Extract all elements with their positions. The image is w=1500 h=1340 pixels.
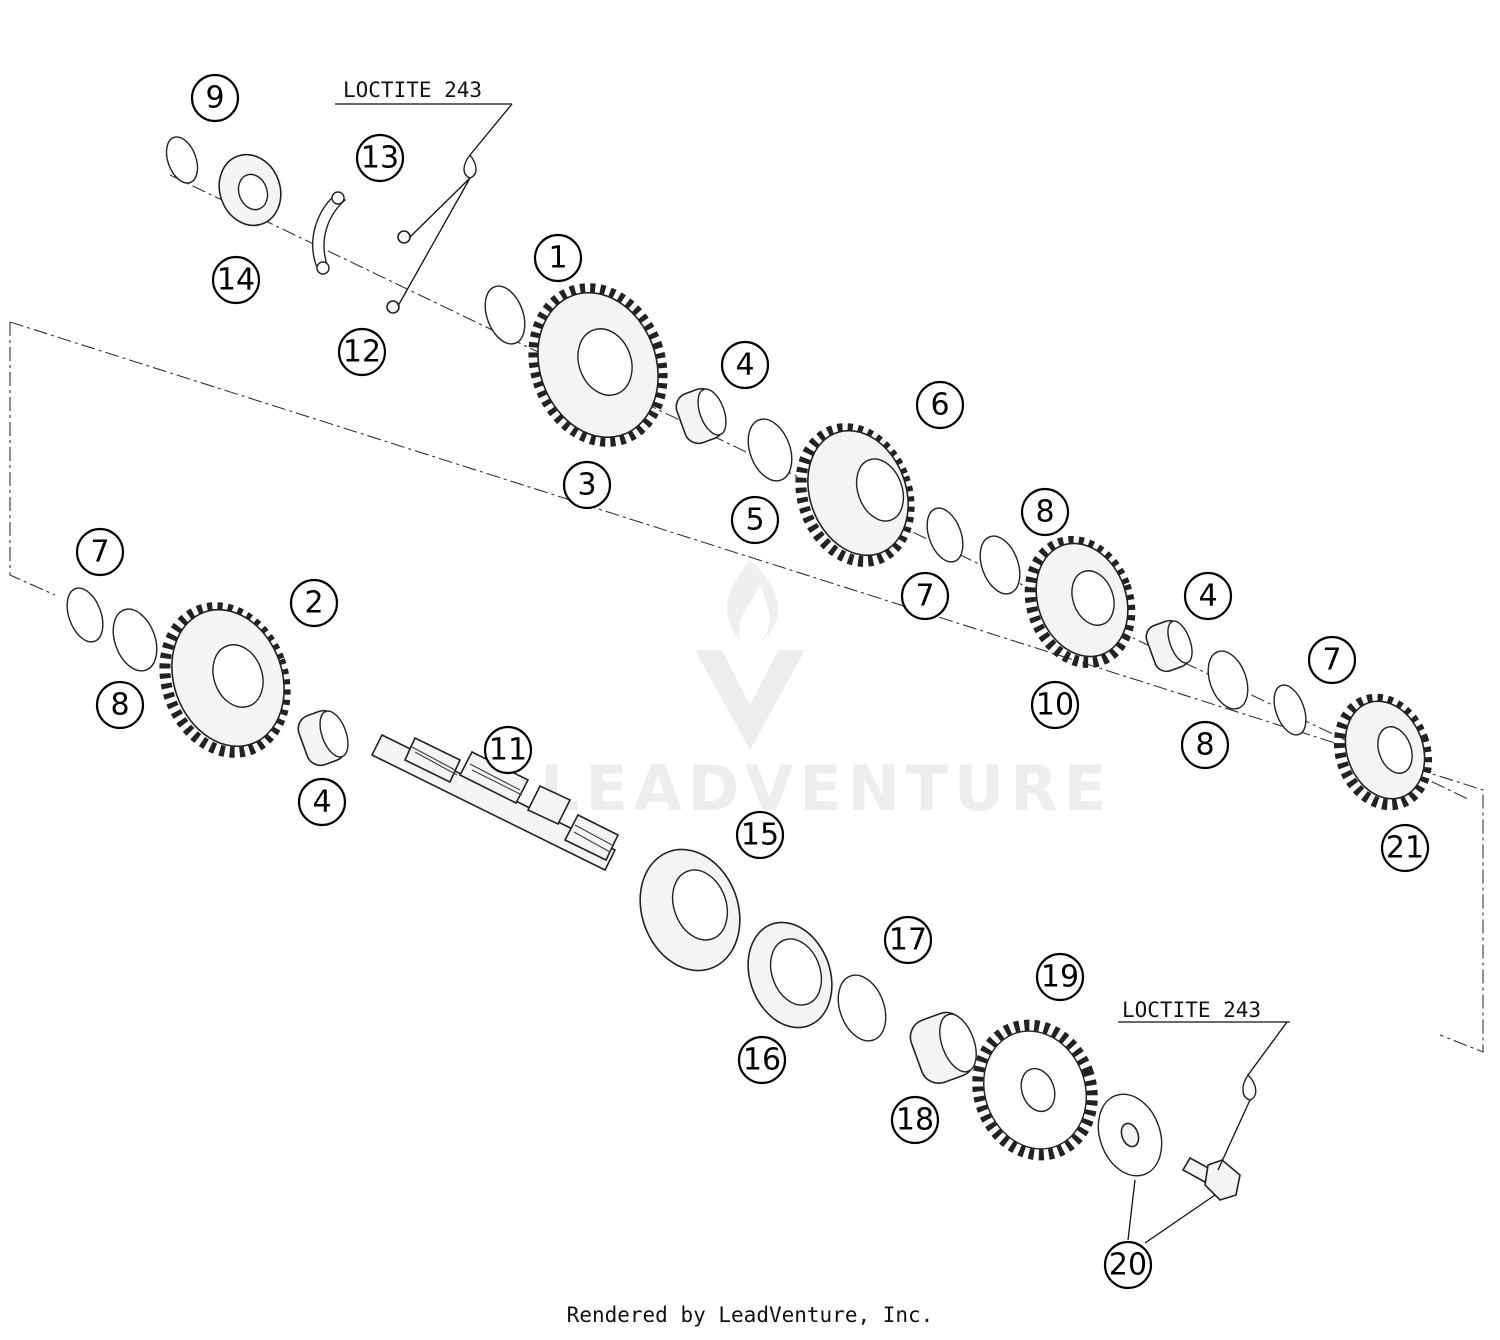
callout-4-upper: 4 (720, 340, 770, 390)
callout-11: 11 (483, 725, 533, 775)
svg-text:4: 4 (1198, 579, 1217, 614)
part-sprocket-bolt (1181, 1156, 1241, 1201)
callout-1: 1 (533, 233, 583, 283)
callout-7-left: 7 (75, 527, 125, 577)
callout-21: 21 (1380, 823, 1430, 873)
callout-5: 5 (730, 495, 780, 545)
part-thrust-washer (484, 285, 526, 345)
part-gear-3 (528, 283, 668, 447)
part-sprocket (972, 1019, 1098, 1161)
watermark: LEADVENTURE (540, 560, 1112, 825)
svg-text:15: 15 (741, 818, 779, 853)
watermark-text: LEADVENTURE (540, 752, 1112, 825)
loctite-drop-icon-bottom (1242, 1073, 1257, 1101)
part-spacer-sleeve (909, 1011, 977, 1084)
part-retaining-plate (312, 194, 347, 271)
svg-text:4: 4 (312, 785, 331, 820)
part-needle-bushing-upper (675, 387, 727, 445)
part-washer-5 (747, 418, 793, 482)
part-main-shaft (370, 733, 620, 872)
watermark-logo-icon (695, 650, 805, 750)
callout-15: 15 (735, 810, 785, 860)
svg-text:14: 14 (217, 263, 255, 298)
shaft-axis (169, 174, 1471, 801)
part-circlip-left (66, 587, 104, 643)
callout-4-right: 4 (1183, 571, 1233, 621)
svg-text:5: 5 (745, 503, 764, 538)
callout-8-right: 8 (1180, 720, 1230, 770)
svg-text:13: 13 (361, 141, 399, 176)
svg-text:1: 1 (548, 241, 567, 276)
svg-text:7: 7 (1322, 643, 1341, 678)
part-washer-left (112, 608, 158, 672)
svg-text:3: 3 (577, 468, 596, 503)
svg-text:18: 18 (896, 1103, 934, 1138)
part-o-ring (837, 974, 887, 1042)
part-gear-6 (795, 423, 915, 567)
part-washer-mid (979, 535, 1021, 595)
loctite-drop-icon (463, 153, 477, 179)
svg-text:8: 8 (1035, 495, 1054, 530)
svg-text:17: 17 (889, 923, 927, 958)
part-screws (386, 230, 411, 314)
svg-text:9: 9 (205, 81, 224, 116)
svg-text:7: 7 (90, 535, 109, 570)
watermark-flame-icon (726, 560, 779, 642)
part-circlip-mid (926, 507, 964, 563)
callout-18: 18 (890, 1095, 940, 1145)
loctite-note-bottom: LOCTITE 243 (1122, 998, 1261, 1022)
svg-text:20: 20 (1109, 1248, 1147, 1283)
svg-text:11: 11 (489, 733, 527, 768)
svg-text:4: 4 (735, 348, 754, 383)
callout-14: 14 (211, 255, 261, 305)
part-circlip-right (1273, 684, 1307, 736)
callout-13: 13 (355, 133, 405, 183)
callout-9: 9 (190, 73, 240, 123)
callout-16: 16 (737, 1035, 787, 1085)
svg-text:12: 12 (343, 335, 381, 370)
part-bearing-14 (218, 153, 282, 227)
part-washer-right (1207, 650, 1249, 710)
callout-20: 20 (1103, 1240, 1153, 1290)
callout-7-mid: 7 (900, 571, 950, 621)
part-needle-bushing-left (297, 709, 349, 767)
callout-7-right: 7 (1307, 635, 1357, 685)
svg-text:2: 2 (304, 586, 323, 621)
callout-2: 2 (289, 578, 339, 628)
callout-3: 3 (562, 460, 612, 510)
svg-text:16: 16 (743, 1043, 781, 1078)
part-gear-2 (159, 602, 291, 758)
svg-text:8: 8 (1195, 728, 1214, 763)
callout-17: 17 (883, 915, 933, 965)
svg-text:8: 8 (110, 688, 129, 723)
svg-text:6: 6 (930, 388, 949, 423)
svg-text:7: 7 (915, 579, 934, 614)
part-shaft-seal (747, 921, 833, 1029)
part-gear-21 (1333, 693, 1433, 811)
callout-10: 10 (1030, 680, 1080, 730)
assembly-boundary (9, 321, 1484, 1053)
loctite-note-top: LOCTITE 243 (343, 78, 482, 102)
callout-19: 19 (1035, 952, 1085, 1002)
svg-text:10: 10 (1036, 688, 1074, 723)
svg-text:21: 21 (1386, 831, 1424, 866)
svg-text:19: 19 (1041, 960, 1079, 995)
footer-credit: Rendered by LeadVenture, Inc. (566, 1303, 934, 1327)
part-gear-10 (1024, 535, 1136, 669)
part-bearing-15 (639, 848, 741, 972)
callout-6: 6 (915, 380, 965, 430)
callout-4-left: 4 (297, 777, 347, 827)
part-circlip (165, 136, 199, 184)
callout-8-left: 8 (95, 680, 145, 730)
part-needle-bushing-right (1145, 619, 1193, 673)
callout-12: 12 (337, 327, 387, 377)
callout-8-mid: 8 (1020, 487, 1070, 537)
